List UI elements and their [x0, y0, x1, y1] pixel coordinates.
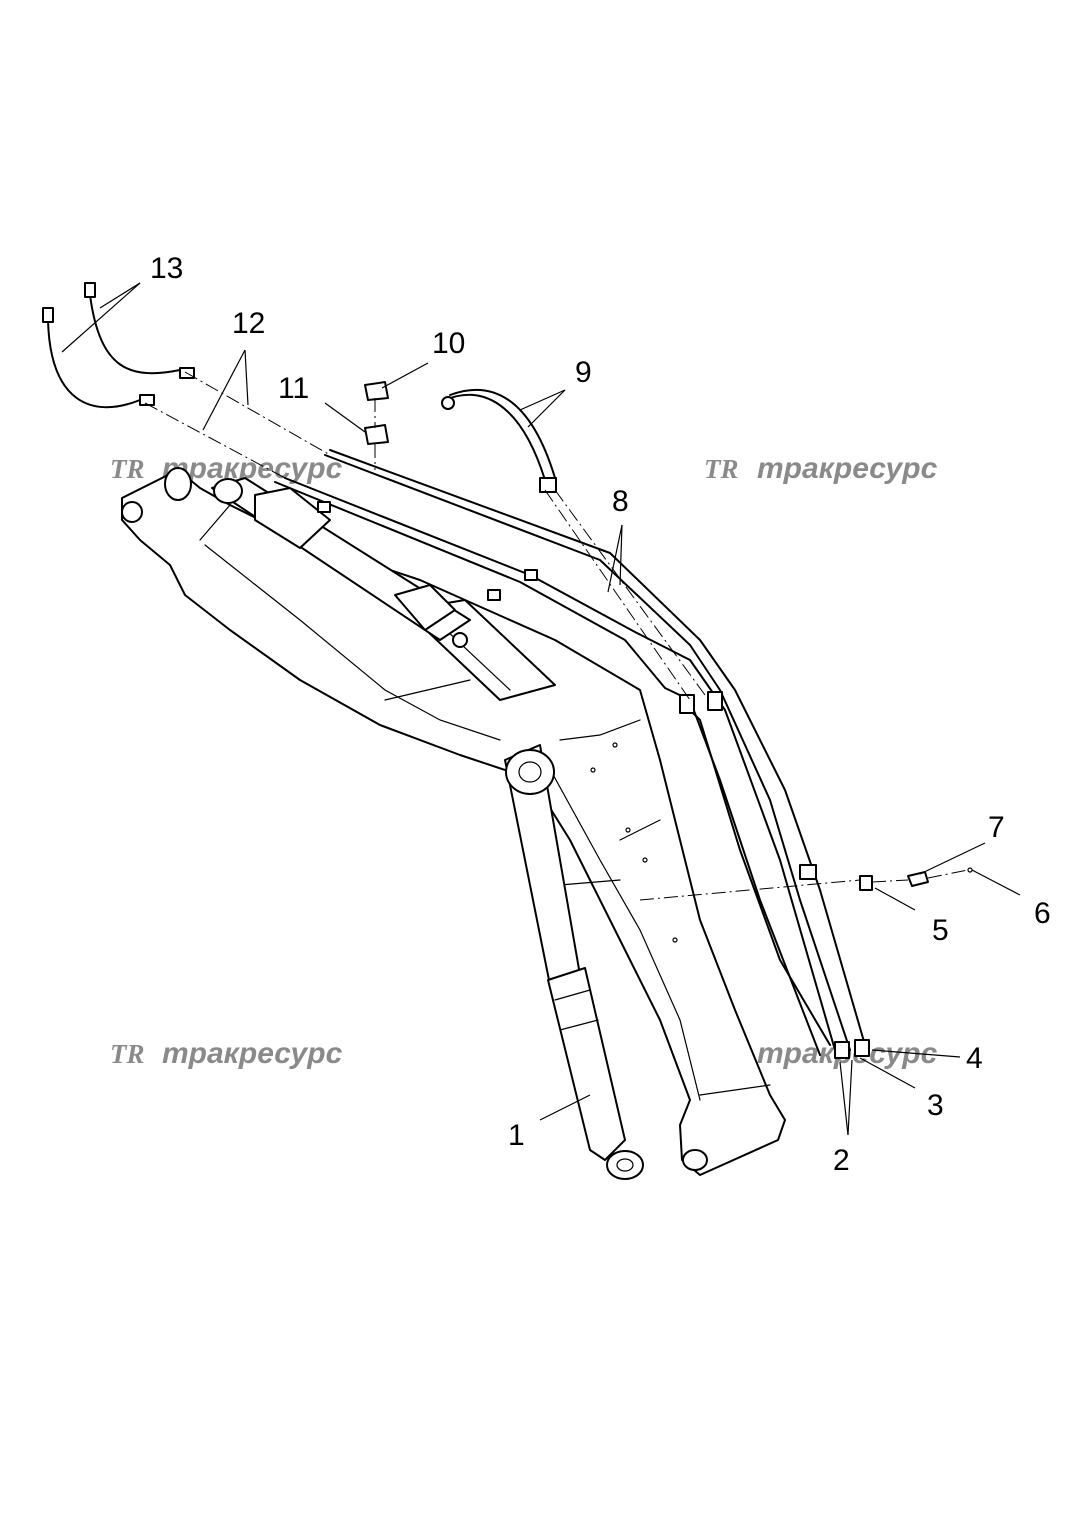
watermark-text: тракресурс [757, 452, 938, 485]
callout-11: 11 [278, 372, 309, 405]
assembly-lines [144, 371, 969, 901]
watermark-logo: TR [704, 454, 739, 484]
watermark-logo: TR [110, 454, 145, 484]
callout-6: 6 [1034, 897, 1051, 930]
callout-4: 4 [966, 1042, 983, 1075]
callout-5: 5 [932, 914, 949, 947]
clamp-10 [364, 381, 389, 401]
small-parts-5-6-7 [859, 867, 973, 891]
callout-12: 12 [232, 307, 265, 340]
watermark-bottom-left: TR тракресурс [110, 1037, 343, 1070]
hoses-9 [441, 388, 557, 493]
callout-7: 7 [988, 811, 1005, 844]
callout-10: 10 [432, 327, 465, 360]
watermark-text: тракресурс [162, 452, 343, 485]
callout-9: 9 [575, 356, 592, 389]
clamp-11 [364, 424, 389, 445]
callout-3: 3 [927, 1089, 944, 1122]
watermark-top-right: TR тракресурс [704, 452, 938, 485]
arm-cylinder [211, 477, 471, 641]
boom-cylinder [504, 744, 644, 1180]
callouts: 1 2 3 4 5 6 7 8 9 10 11 12 13 [150, 252, 1051, 1177]
pipe-set [274, 449, 870, 1059]
leader-lines [61, 282, 1021, 1136]
callout-2: 2 [833, 1144, 850, 1177]
callout-13: 13 [150, 252, 183, 285]
callout-1: 1 [508, 1119, 525, 1152]
watermark-text: тракресурс [162, 1037, 343, 1070]
watermark-logo: TR [110, 1039, 145, 1069]
watermark-top-left: TR тракресурс [110, 452, 343, 485]
callout-8: 8 [612, 485, 629, 518]
